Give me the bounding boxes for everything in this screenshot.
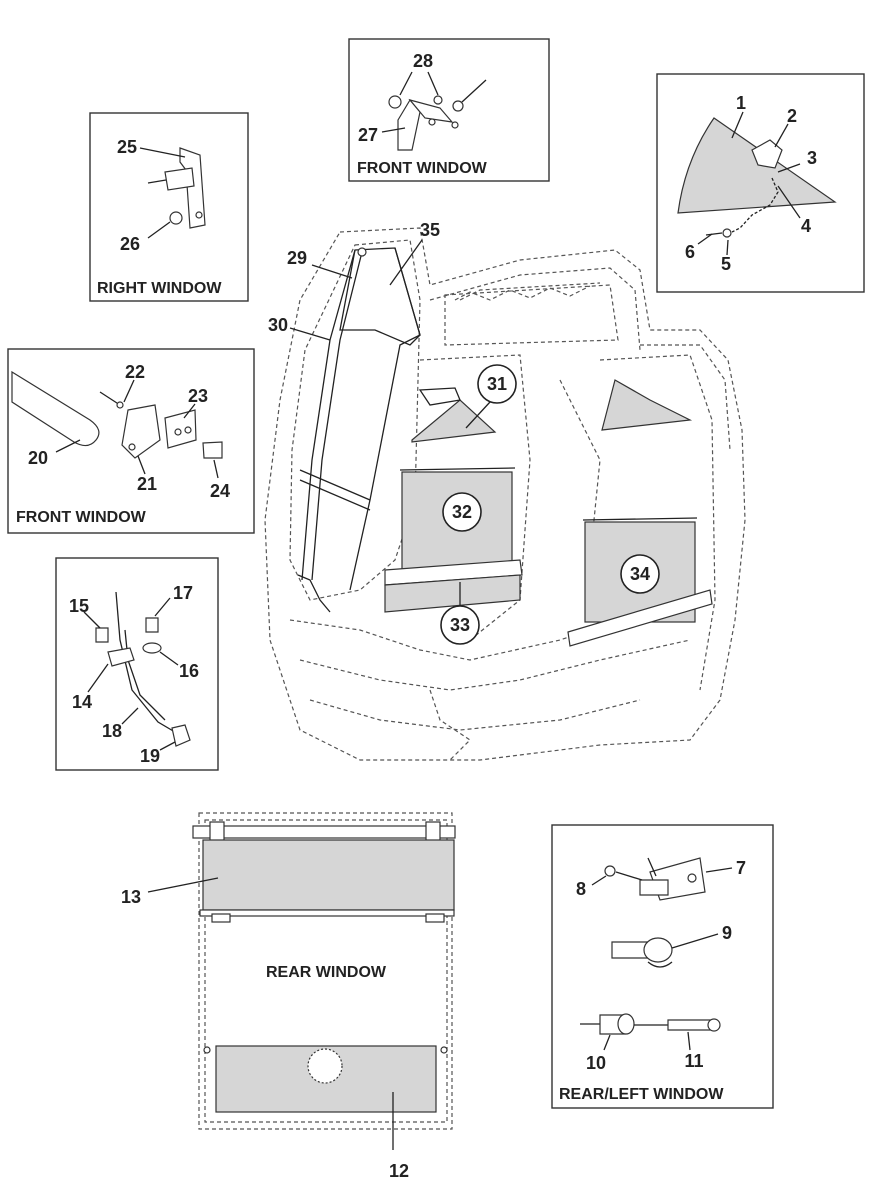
callout-18: 18 — [102, 721, 122, 741]
door-frame — [297, 247, 421, 613]
callout-7: 7 — [736, 858, 746, 878]
callout-20: 20 — [28, 448, 48, 468]
callout-3: 3 — [807, 148, 817, 168]
callout-21: 21 — [137, 474, 157, 494]
callout-24: 24 — [210, 481, 230, 501]
callout-6: 6 — [685, 242, 695, 262]
callout-1: 1 — [736, 93, 746, 113]
callout-31: 31 — [487, 374, 507, 394]
caption-rear-left-window: REAR/LEFT WINDOW — [559, 1086, 724, 1103]
callout-5: 5 — [721, 254, 731, 274]
front-window-left-box: 22 23 20 21 24 FRONT WINDOW — [7, 348, 255, 534]
callout-11: 11 — [684, 1051, 703, 1071]
callout-9: 9 — [722, 923, 732, 943]
callout-22: 22 — [125, 362, 145, 382]
right-window-box: 25 26 RIGHT WINDOW — [89, 112, 249, 302]
rear-window: 13 12 REAR WINDOW — [121, 812, 456, 1181]
caption-rear-window: REAR WINDOW — [266, 964, 387, 981]
callout-28: 28 — [413, 51, 433, 71]
callout-26: 26 — [120, 234, 140, 254]
caption-right-window: RIGHT WINDOW — [97, 280, 222, 297]
door-strap-box: 15 17 16 14 18 19 — [55, 557, 219, 771]
cab-callouts: 31 32 33 34 29 30 35 — [268, 220, 660, 645]
callout-16: 16 — [179, 661, 199, 681]
sun-visor-box: 1 2 3 4 5 6 — [656, 73, 865, 293]
callout-10: 10 — [586, 1053, 606, 1073]
callout-8: 8 — [576, 879, 586, 899]
callout-30: 30 — [268, 315, 288, 335]
callout-19: 19 — [140, 746, 160, 766]
callout-32: 32 — [452, 502, 472, 522]
callout-14: 14 — [72, 692, 92, 712]
callout-27: 27 — [358, 125, 378, 145]
rear-left-window-box: 7 8 9 10 11 REAR/LEFT WINDOW — [551, 824, 774, 1109]
callout-33: 33 — [450, 615, 470, 635]
caption-front-window-top: FRONT WINDOW — [357, 160, 488, 177]
callout-12: 12 — [389, 1161, 409, 1181]
callout-35: 35 — [420, 220, 440, 240]
callout-23: 23 — [188, 386, 208, 406]
caption-front-window-left: FRONT WINDOW — [16, 509, 147, 526]
callout-25: 25 — [117, 137, 137, 157]
callout-17: 17 — [173, 583, 193, 603]
front-window-top-box: 28 27 FRONT WINDOW — [348, 38, 550, 182]
callout-13: 13 — [121, 887, 141, 907]
callout-15: 15 — [69, 596, 89, 616]
callout-2: 2 — [787, 106, 797, 126]
callout-4: 4 — [801, 216, 811, 236]
callout-29: 29 — [287, 248, 307, 268]
callout-34: 34 — [630, 564, 650, 584]
cab-shades — [384, 379, 713, 647]
